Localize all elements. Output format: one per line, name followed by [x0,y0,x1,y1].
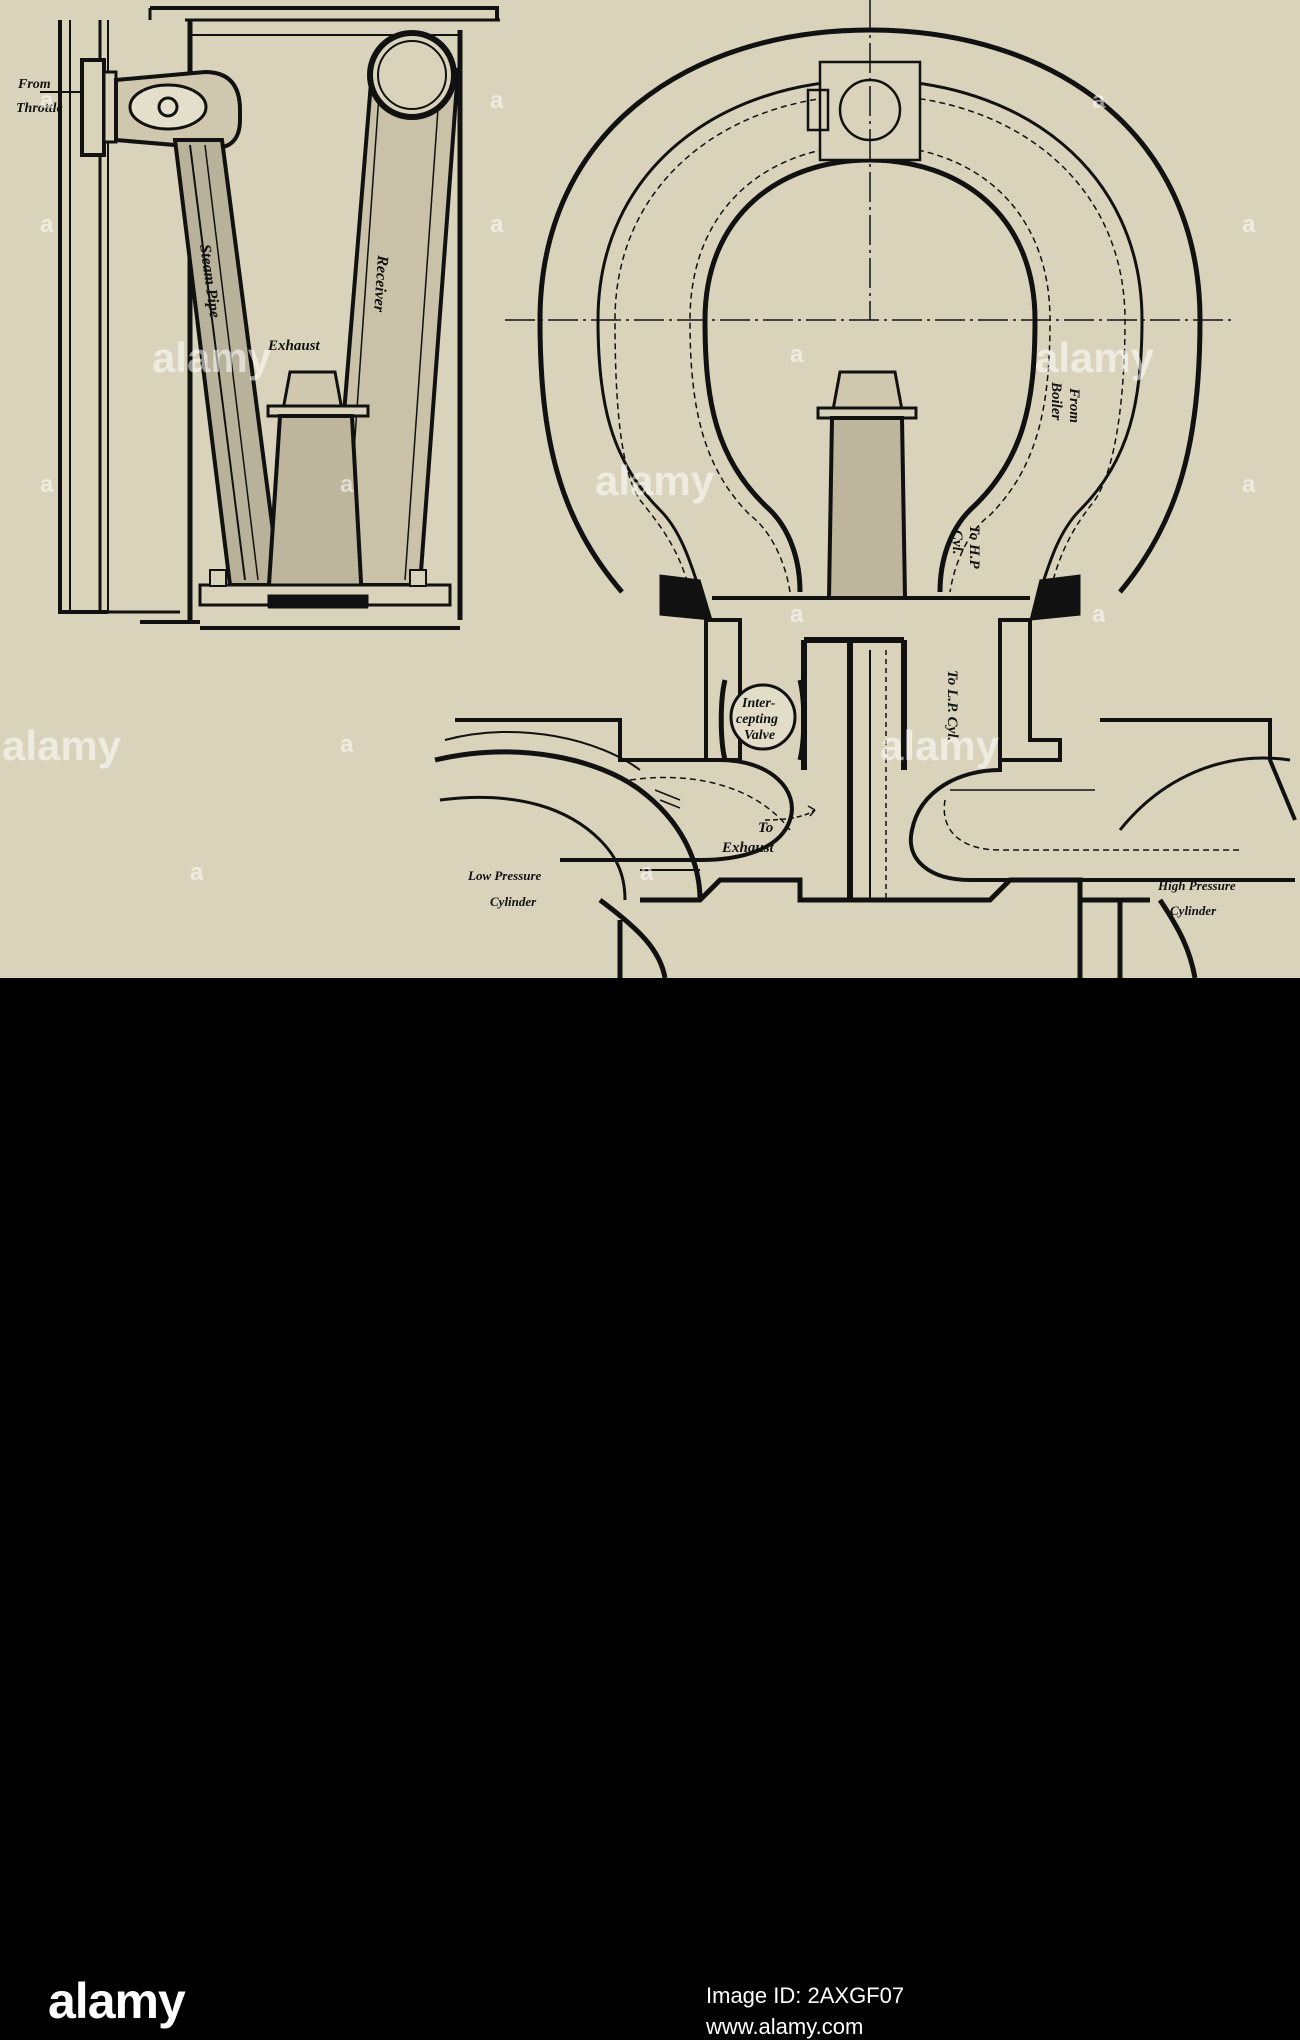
label-exhaust-left: Exhaust [267,338,321,354]
diagram-area: From Throttle Steam Pipe Receiver Exhaus… [0,0,1300,978]
label-intercepting-2: cepting [736,712,778,727]
label-intercepting-1: Inter- [741,696,776,711]
watermark-text: alamy [880,722,1000,769]
label-to-hp-2: Cyl. [949,530,965,555]
watermark-letter: a [790,601,804,628]
watermark-letter: a [340,471,354,498]
watermark-text: alamy [595,457,715,504]
label-low-pressure-2: Cylinder [490,894,537,909]
footer-bar: alamy Image ID: 2AXGF07 www.alamy.com [0,978,1300,2039]
label-to-exhaust-1: To [758,820,773,836]
watermark-text: alamy [2,722,122,769]
watermark-letter: a [40,211,54,238]
watermark-letter: a [190,859,204,886]
watermark-letter: a [640,859,654,886]
label-throttle: Throttle [16,101,63,116]
watermark-letter: a [790,341,804,368]
watermark-text: alamy [1035,334,1155,381]
watermark-layer: alamy alamy alamy alamy alamy a a a a a … [2,87,1256,886]
label-to-exhaust-2: Exhaust [721,840,775,856]
diagram-labels: From Throttle Steam Pipe Receiver Exhaus… [16,77,1236,918]
image-id-text: Image ID: 2AXGF07 [706,1983,905,2008]
watermark-letter: a [1242,211,1256,238]
left-elevation-view [40,6,500,630]
label-from-boiler-2: Boiler [1048,381,1064,420]
watermark-letter: a [490,87,504,114]
label-from-boiler-1: From [1066,387,1082,423]
label-low-pressure-1: Low Pressure [467,868,542,883]
watermark-letter: a [1092,601,1106,628]
site-url-text: www.alamy.com [706,2014,864,2039]
watermark-letter: a [1242,471,1256,498]
label-high-pressure-2: Cylinder [1170,903,1217,918]
alamy-logo: alamy [48,1973,186,2029]
engine-cylinder-diagram: From Throttle Steam Pipe Receiver Exhaus… [2,0,1297,978]
watermark-letter: a [40,471,54,498]
label-high-pressure-1: High Pressure [1157,878,1236,893]
watermark-letter: a [1092,87,1106,114]
label-to-hp-1: To H.P [966,525,982,569]
label-to-lp: To L.P. Cyl. [944,670,960,741]
watermark-text: alamy [152,334,272,381]
label-receiver: Receiver [370,254,391,314]
watermark-letter: a [40,87,54,114]
watermark-letter: a [340,731,354,758]
label-intercepting-3: Valve [744,728,775,743]
right-section-view [434,0,1297,978]
watermark-letter: a [490,211,504,238]
label-from: From [17,77,51,92]
